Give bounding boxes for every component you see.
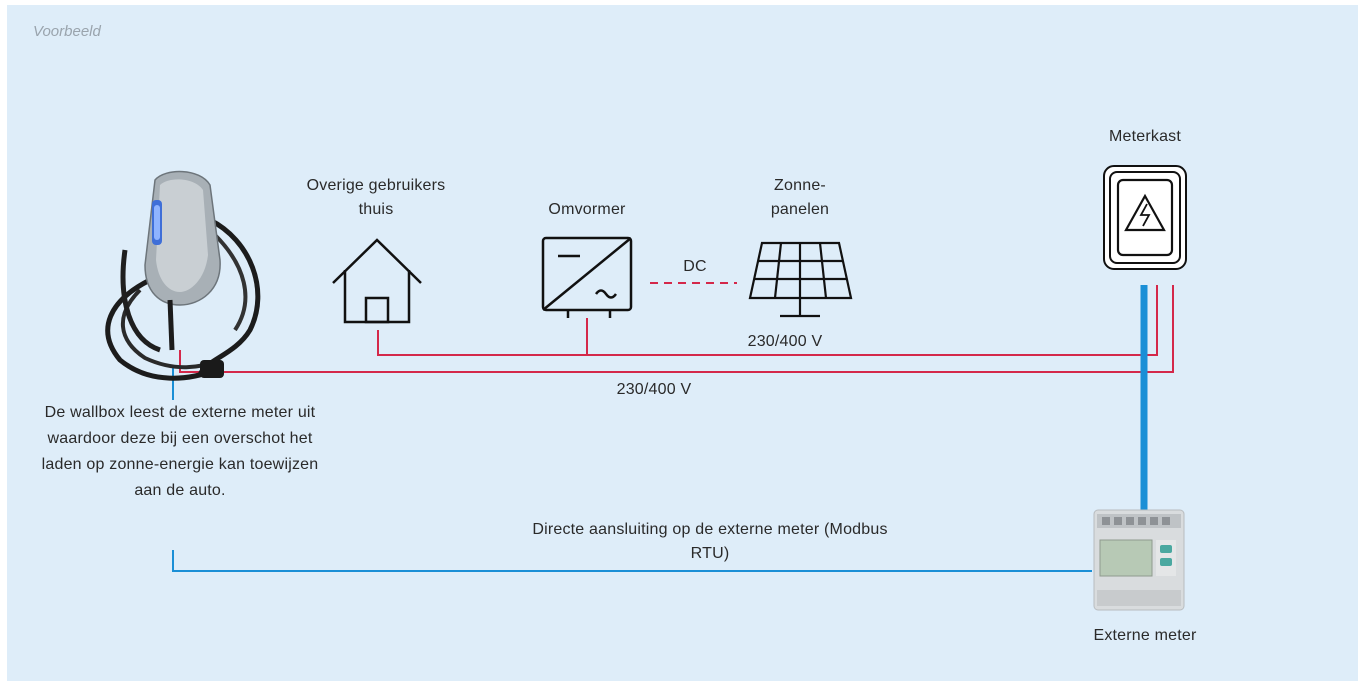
example-badge: Voorbeeld (33, 23, 101, 40)
label-omvormer: Omvormer (548, 201, 626, 218)
external-meter-image (1093, 509, 1185, 611)
label-voltage-lower: 230/400 V (616, 381, 692, 398)
meter-cabinet-icon (1103, 165, 1187, 270)
label-meterkast: Meterkast (1108, 128, 1182, 145)
label-overige-line1: Overige gebruikers (306, 177, 446, 194)
power-lines (179, 282, 1174, 373)
inverter-icon (541, 236, 633, 318)
power-line-lower (179, 285, 1174, 373)
modbus-line (172, 550, 1092, 572)
data-lines (172, 285, 1148, 572)
label-overige-line2: thuis (358, 201, 394, 218)
connection-description: Directe aansluiting op de externe meter … (532, 521, 888, 562)
label-zonne-line2: panelen (770, 201, 830, 218)
solar-panel-icon (748, 241, 853, 318)
wallbox-description: De wallbox leest de externe meter uit wa… (41, 404, 319, 499)
label-dc: DC (683, 258, 707, 275)
label-externe-meter: Externe meter (1093, 627, 1197, 644)
house-icon (332, 238, 422, 324)
wallbox-image (105, 170, 261, 381)
label-voltage-upper: 230/400 V (747, 333, 823, 350)
power-line-upper (377, 285, 1158, 356)
label-zonne-line1: Zonne- (774, 177, 826, 194)
